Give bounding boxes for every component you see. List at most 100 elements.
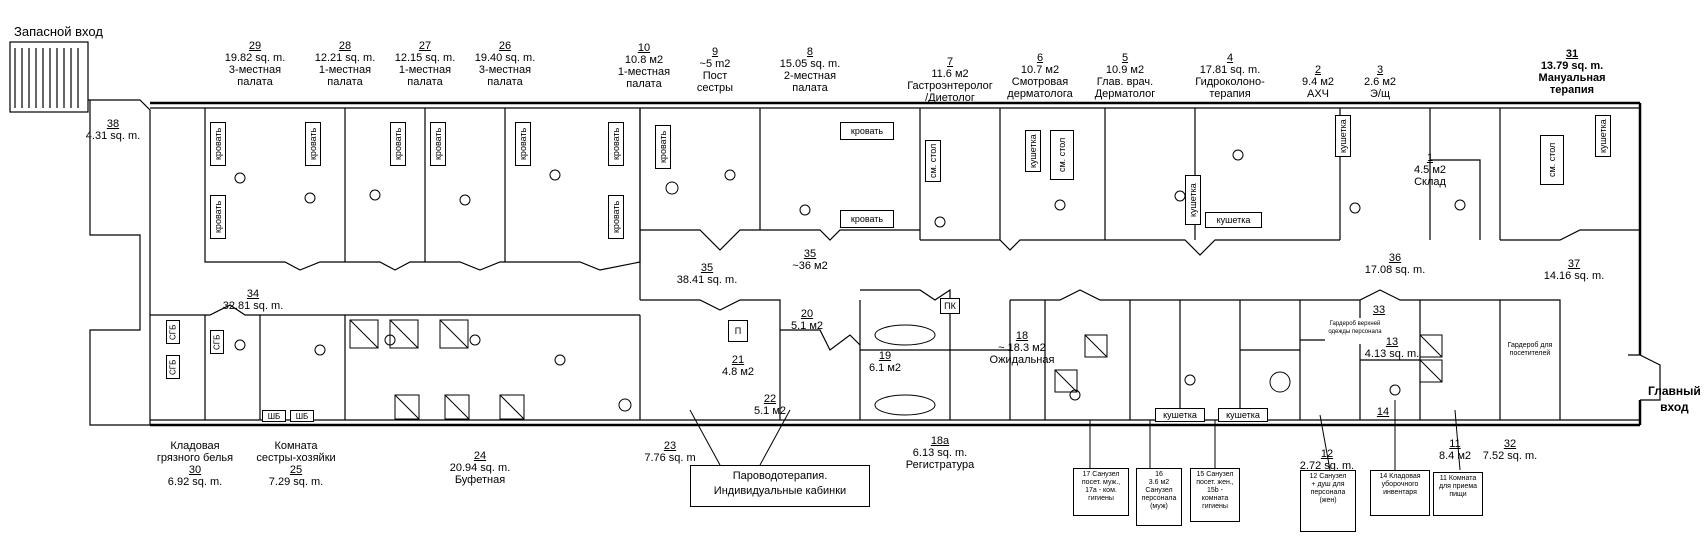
legend-line: посет. жен., xyxy=(1196,479,1234,486)
sh-label: ШБ xyxy=(262,410,286,422)
room-area: 8.4 м2 xyxy=(1438,450,1472,462)
bed-label: кровать xyxy=(430,122,446,166)
room-name: 1-местная xyxy=(617,66,671,78)
room-area: 5.1 м2 xyxy=(790,320,824,332)
room-num: 4 xyxy=(1226,52,1234,64)
room-num: 18а xyxy=(930,435,950,447)
table-label: см. стол xyxy=(1050,130,1074,180)
legend-line: Санузел xyxy=(1145,487,1173,494)
couch-label: кушетка xyxy=(1025,130,1041,172)
south-row-wall xyxy=(150,304,640,316)
couch-label: кушетка xyxy=(1218,408,1268,422)
room-num: 26 xyxy=(498,40,512,52)
legend-line: гигиены xyxy=(1088,495,1114,502)
pk-label: ПК xyxy=(940,298,960,314)
room-area: 10.8 м2 xyxy=(624,54,664,66)
bed-label: кровать xyxy=(655,125,671,169)
room-label-r35b: 35~36 м2 xyxy=(792,248,827,272)
room-name: Гастроэнтеролог xyxy=(907,80,993,92)
room-area: 7.52 sq. m. xyxy=(1482,450,1538,462)
legend-line: персонала xyxy=(1310,489,1346,496)
sgb-label: СГБ xyxy=(166,320,180,344)
room-area: 10.9 м2 xyxy=(1105,64,1145,76)
legend-line: 15b - комната xyxy=(1201,487,1229,502)
spare-stairs xyxy=(9,41,89,113)
room-num: 37 xyxy=(1567,258,1581,270)
room-area: 20.94 sq. m. xyxy=(449,462,511,474)
room-name: Регистратура xyxy=(905,459,975,471)
room-name: Гидроколоно- xyxy=(1195,76,1265,88)
room-label-r14: 14 xyxy=(1377,406,1389,418)
wardrobe-visitors-label: Гардероб для посетителей xyxy=(1505,340,1555,380)
room-num: 9 xyxy=(711,46,719,58)
room-area: 4.13 sq. m. xyxy=(1364,348,1420,360)
room-area: 6.13 sq. m. xyxy=(912,447,968,459)
legend-line: 11 Комната xyxy=(1439,475,1477,482)
sgb-label: СГБ xyxy=(166,355,180,379)
legend-line: пищи xyxy=(1449,491,1467,498)
room-area: 15.05 sq. m. xyxy=(779,58,841,70)
room-area: 4.8 м2 xyxy=(721,366,755,378)
room-num: 12 xyxy=(1320,448,1334,460)
room-name: Пост xyxy=(702,70,728,82)
legend-line: гигиены xyxy=(1202,503,1228,510)
room-area: ~36 м2 xyxy=(792,260,828,272)
couch-label: кушетка xyxy=(1155,408,1205,422)
room-name: Кладовая xyxy=(170,440,220,452)
room-num: 1 xyxy=(1426,152,1434,164)
room-name: 3-местная xyxy=(478,64,532,76)
room-area: 2.72 sq. m. xyxy=(1299,460,1355,472)
callout-line-2: Индивидуальные кабинки xyxy=(713,485,847,497)
bed-label: кровать xyxy=(840,210,894,228)
room-num: 2 xyxy=(1314,64,1322,76)
bed-label: кровать xyxy=(515,122,531,166)
room-name: Мануальная xyxy=(1538,72,1606,84)
room-name: Комната xyxy=(274,440,318,452)
room-num: 22 xyxy=(763,393,777,405)
room-num: 5 xyxy=(1121,52,1129,64)
bed-label: кровать xyxy=(390,122,406,166)
steam-cabins-callout: Пароводотерапия. Индивидуальные кабинки xyxy=(690,465,870,507)
room-name: АХЧ xyxy=(1306,88,1329,100)
couch-label: кушетка xyxy=(1185,175,1201,225)
room-area: 17.81 sq. m. xyxy=(1199,64,1261,76)
room-num: 30 xyxy=(188,464,202,476)
room-area: 2.6 м2 xyxy=(1363,76,1397,88)
room-name: палата xyxy=(407,76,443,88)
room-area: 6.1 м2 xyxy=(868,362,902,374)
room-num: 23 xyxy=(663,440,677,452)
room-label-r33: 33 xyxy=(1373,304,1385,316)
room-name: дерматолога xyxy=(1007,88,1073,100)
wardrobe-staff-label: Гардероб верхней одежды персонала xyxy=(1325,318,1385,344)
room-name: Смотровая xyxy=(1011,76,1069,88)
left-annex-wall xyxy=(88,99,151,426)
room-num: 35 xyxy=(803,248,817,260)
room-name: сестры-хозяйки xyxy=(256,452,336,464)
room-num: 32 xyxy=(1503,438,1517,450)
room-area: 5.1 м2 xyxy=(753,405,787,417)
room-name: палата xyxy=(237,76,273,88)
room-area: 9.4 м2 xyxy=(1301,76,1335,88)
room-area: 11.6 м2 xyxy=(931,68,969,80)
table-label: см. стол xyxy=(925,140,941,182)
legend-line: инвентаря xyxy=(1383,489,1417,496)
